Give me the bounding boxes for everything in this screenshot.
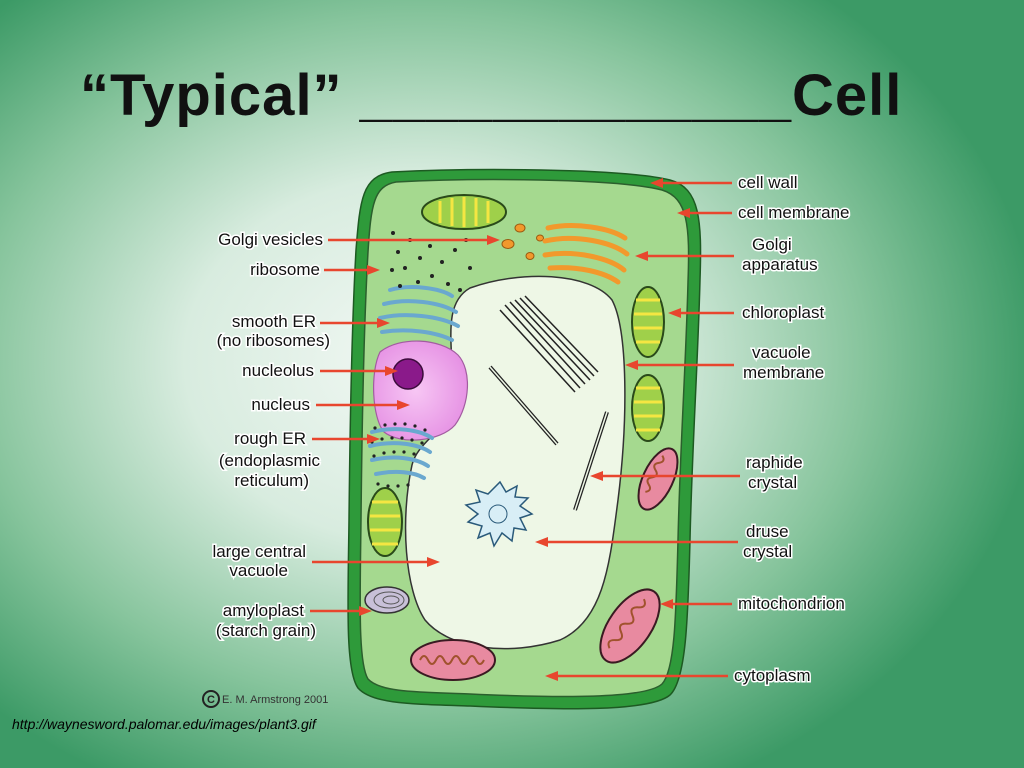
chloroplast xyxy=(367,487,403,557)
druse-crystal xyxy=(464,480,534,548)
label-ribosome: ribosome xyxy=(250,260,320,279)
label-cell-wall: cell wall xyxy=(738,173,798,192)
golgi-vesicles xyxy=(501,223,544,260)
arrow-cell-wall xyxy=(650,178,732,188)
label-cytoplasm: cytoplasm xyxy=(734,666,811,685)
label-golgi-apparatus-line2: apparatus xyxy=(742,255,818,274)
label-raphide-crystal-line2: crystal xyxy=(748,473,797,492)
arrow-mitochondrion xyxy=(660,599,732,609)
smooth-er xyxy=(378,285,460,342)
label-arrows xyxy=(310,178,740,681)
left-labels: Golgi vesicles ribosome smooth ER (no ri… xyxy=(211,229,332,642)
slide-title: “Typical” _____________Cell xyxy=(80,63,903,128)
copyright-symbol: C xyxy=(207,694,215,706)
label-rough-er-line1: rough ER xyxy=(234,429,306,448)
arrow-large-central-vacuole xyxy=(312,557,440,567)
arrow-raphide-crystal xyxy=(590,471,740,481)
label-amyloplast-line2: (starch grain) xyxy=(216,621,316,640)
arrow-smooth-er xyxy=(320,318,390,328)
mitochondrion xyxy=(599,588,661,664)
label-mitochondrion: mitochondrion xyxy=(738,594,845,613)
label-druse-crystal-line2: crystal xyxy=(743,542,792,561)
copyright-text: E. M. Armstrong 2001 xyxy=(222,694,328,706)
label-chloroplast: chloroplast xyxy=(742,303,824,322)
mitochondrion xyxy=(410,639,496,681)
raphide-crystal xyxy=(488,365,559,446)
label-rough-er-line2: (endoplasmic xyxy=(219,451,321,470)
arrow-cell-membrane xyxy=(677,208,732,218)
arrow-amyloplast xyxy=(310,606,372,616)
nucleus xyxy=(373,340,469,441)
label-large-central-vacuole-line1: large central xyxy=(212,542,306,561)
arrow-chloroplast xyxy=(668,308,734,318)
chloroplast xyxy=(421,194,507,230)
golgi-apparatus xyxy=(542,223,630,285)
copyright-icon xyxy=(202,690,220,708)
rough-er-ribosomes xyxy=(370,422,427,488)
raphide-crystal xyxy=(573,411,609,511)
label-golgi-vesicles: Golgi vesicles xyxy=(218,230,323,249)
label-amyloplast-line1: amyloplast xyxy=(223,601,305,620)
label-vacuole-membrane-line2: membrane xyxy=(743,363,824,382)
arrow-cytoplasm xyxy=(545,671,728,681)
arrow-nucleus xyxy=(316,400,410,410)
arrow-ribosome xyxy=(324,265,380,275)
raphide-crystals xyxy=(499,295,599,393)
label-golgi-apparatus-line1: Golgi xyxy=(752,235,792,254)
label-smooth-er-line1: smooth ER xyxy=(232,312,316,331)
label-large-central-vacuole-line2: vacuole xyxy=(229,561,288,580)
label-nucleolus: nucleolus xyxy=(242,361,314,380)
chloroplast xyxy=(631,286,665,358)
arrow-rough-er xyxy=(312,434,380,444)
label-nucleus: nucleus xyxy=(251,395,310,414)
label-cell-membrane: cell membrane xyxy=(738,203,850,222)
arrow-nucleolus xyxy=(320,366,398,376)
chloroplast xyxy=(631,374,665,442)
copyright-notice: C E. M. Armstrong 2001 xyxy=(202,690,328,708)
right-labels: cell wall cell membrane Golgi apparatus … xyxy=(733,172,852,687)
arrow-druse-crystal xyxy=(535,537,738,547)
arrow-golgi-vesicles xyxy=(328,235,500,245)
label-vacuole-membrane-line1: vacuole xyxy=(752,343,811,362)
rough-er xyxy=(368,427,434,480)
label-smooth-er-line2: (no ribosomes) xyxy=(217,331,330,350)
label-raphide-crystal-line1: raphide xyxy=(746,453,803,472)
label-rough-er-line3: reticulum) xyxy=(234,471,309,490)
source-url: http://waynesword.palomar.edu/images/pla… xyxy=(12,716,316,732)
amyloplast xyxy=(364,586,410,614)
label-druse-crystal-line1: druse xyxy=(746,522,789,541)
arrow-vacuole-membrane xyxy=(625,360,734,370)
nucleolus xyxy=(392,358,424,390)
arrow-golgi-apparatus xyxy=(635,251,734,261)
